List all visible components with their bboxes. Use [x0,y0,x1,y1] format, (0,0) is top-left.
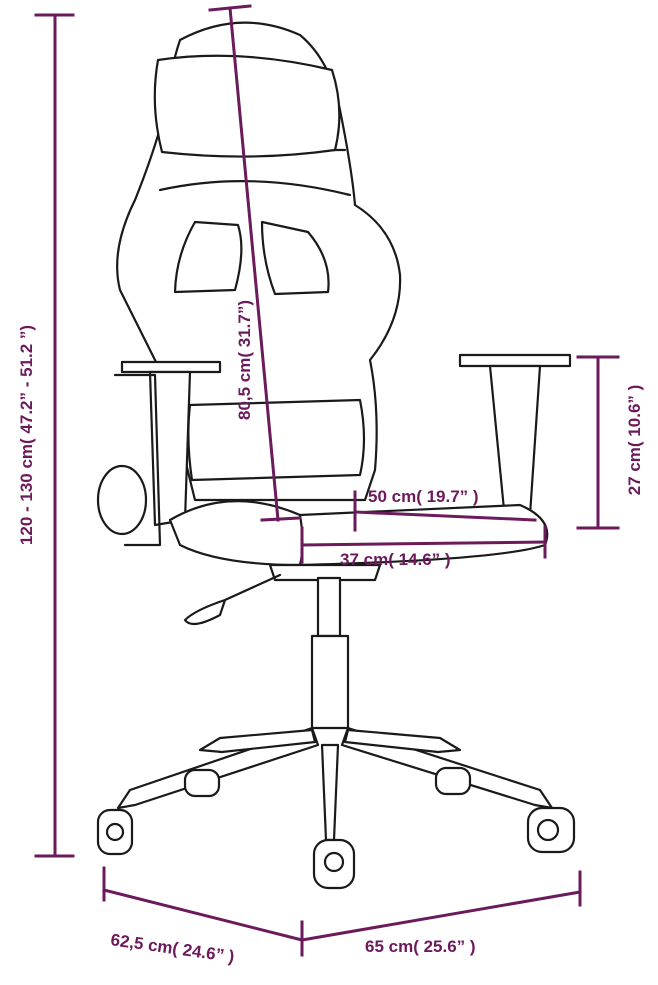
base-leg-front [320,743,340,842]
backrest-height-label: 80,5 cm( 31.7”) [235,300,254,420]
base-depth-line [102,888,304,942]
caster-back-left [183,768,221,798]
armrest-left [120,360,222,374]
seat-depth-line [353,510,537,522]
caster-front-center [312,838,356,890]
gas-cylinder [310,634,350,730]
lumbar-pillow [187,398,366,482]
height-lever [183,573,282,626]
dimension-labels: 120 - 130 cm( 47.2” - 51.2 ”) 80,5 cm( 3… [17,300,644,966]
shoulder-slot-right [260,220,330,296]
seat-width-line [300,540,547,547]
backrest-height-line [228,6,280,522]
total-height-label: 120 - 130 cm( 47.2” - 51.2 ”) [17,325,36,545]
backrest-height-cap-top [208,4,252,12]
shoulder-slot-left [173,220,243,294]
caster-back-right [434,766,472,796]
base-width-label: 65 cm( 25.6” ) [365,937,476,956]
headrest-pillow [153,54,341,158]
recline-knob [96,464,148,536]
armrest-height-label: 27 cm( 10.6” ) [625,385,644,496]
base-depth-label: 62,5 cm( 24.6” ) [109,930,235,966]
chair-illustration [96,21,576,890]
dimension-lines [34,4,620,957]
base-leg-back-left [198,728,317,754]
gas-cylinder-top [316,576,342,638]
base-width-line [300,890,582,942]
base-leg-back-right [343,728,462,754]
armrest-right [458,353,572,368]
side-bracket [113,373,162,547]
caster-front-left [96,808,134,856]
armrest-right-post [488,364,542,522]
seat-depth-label: 50 cm( 19.7” ) [368,487,479,506]
seat-mechanism [268,563,382,582]
seat-width-label: 37 cm( 14.6” ) [340,550,451,569]
backrest-height-cap-bottom [260,516,302,522]
caster-front-right [526,806,576,854]
